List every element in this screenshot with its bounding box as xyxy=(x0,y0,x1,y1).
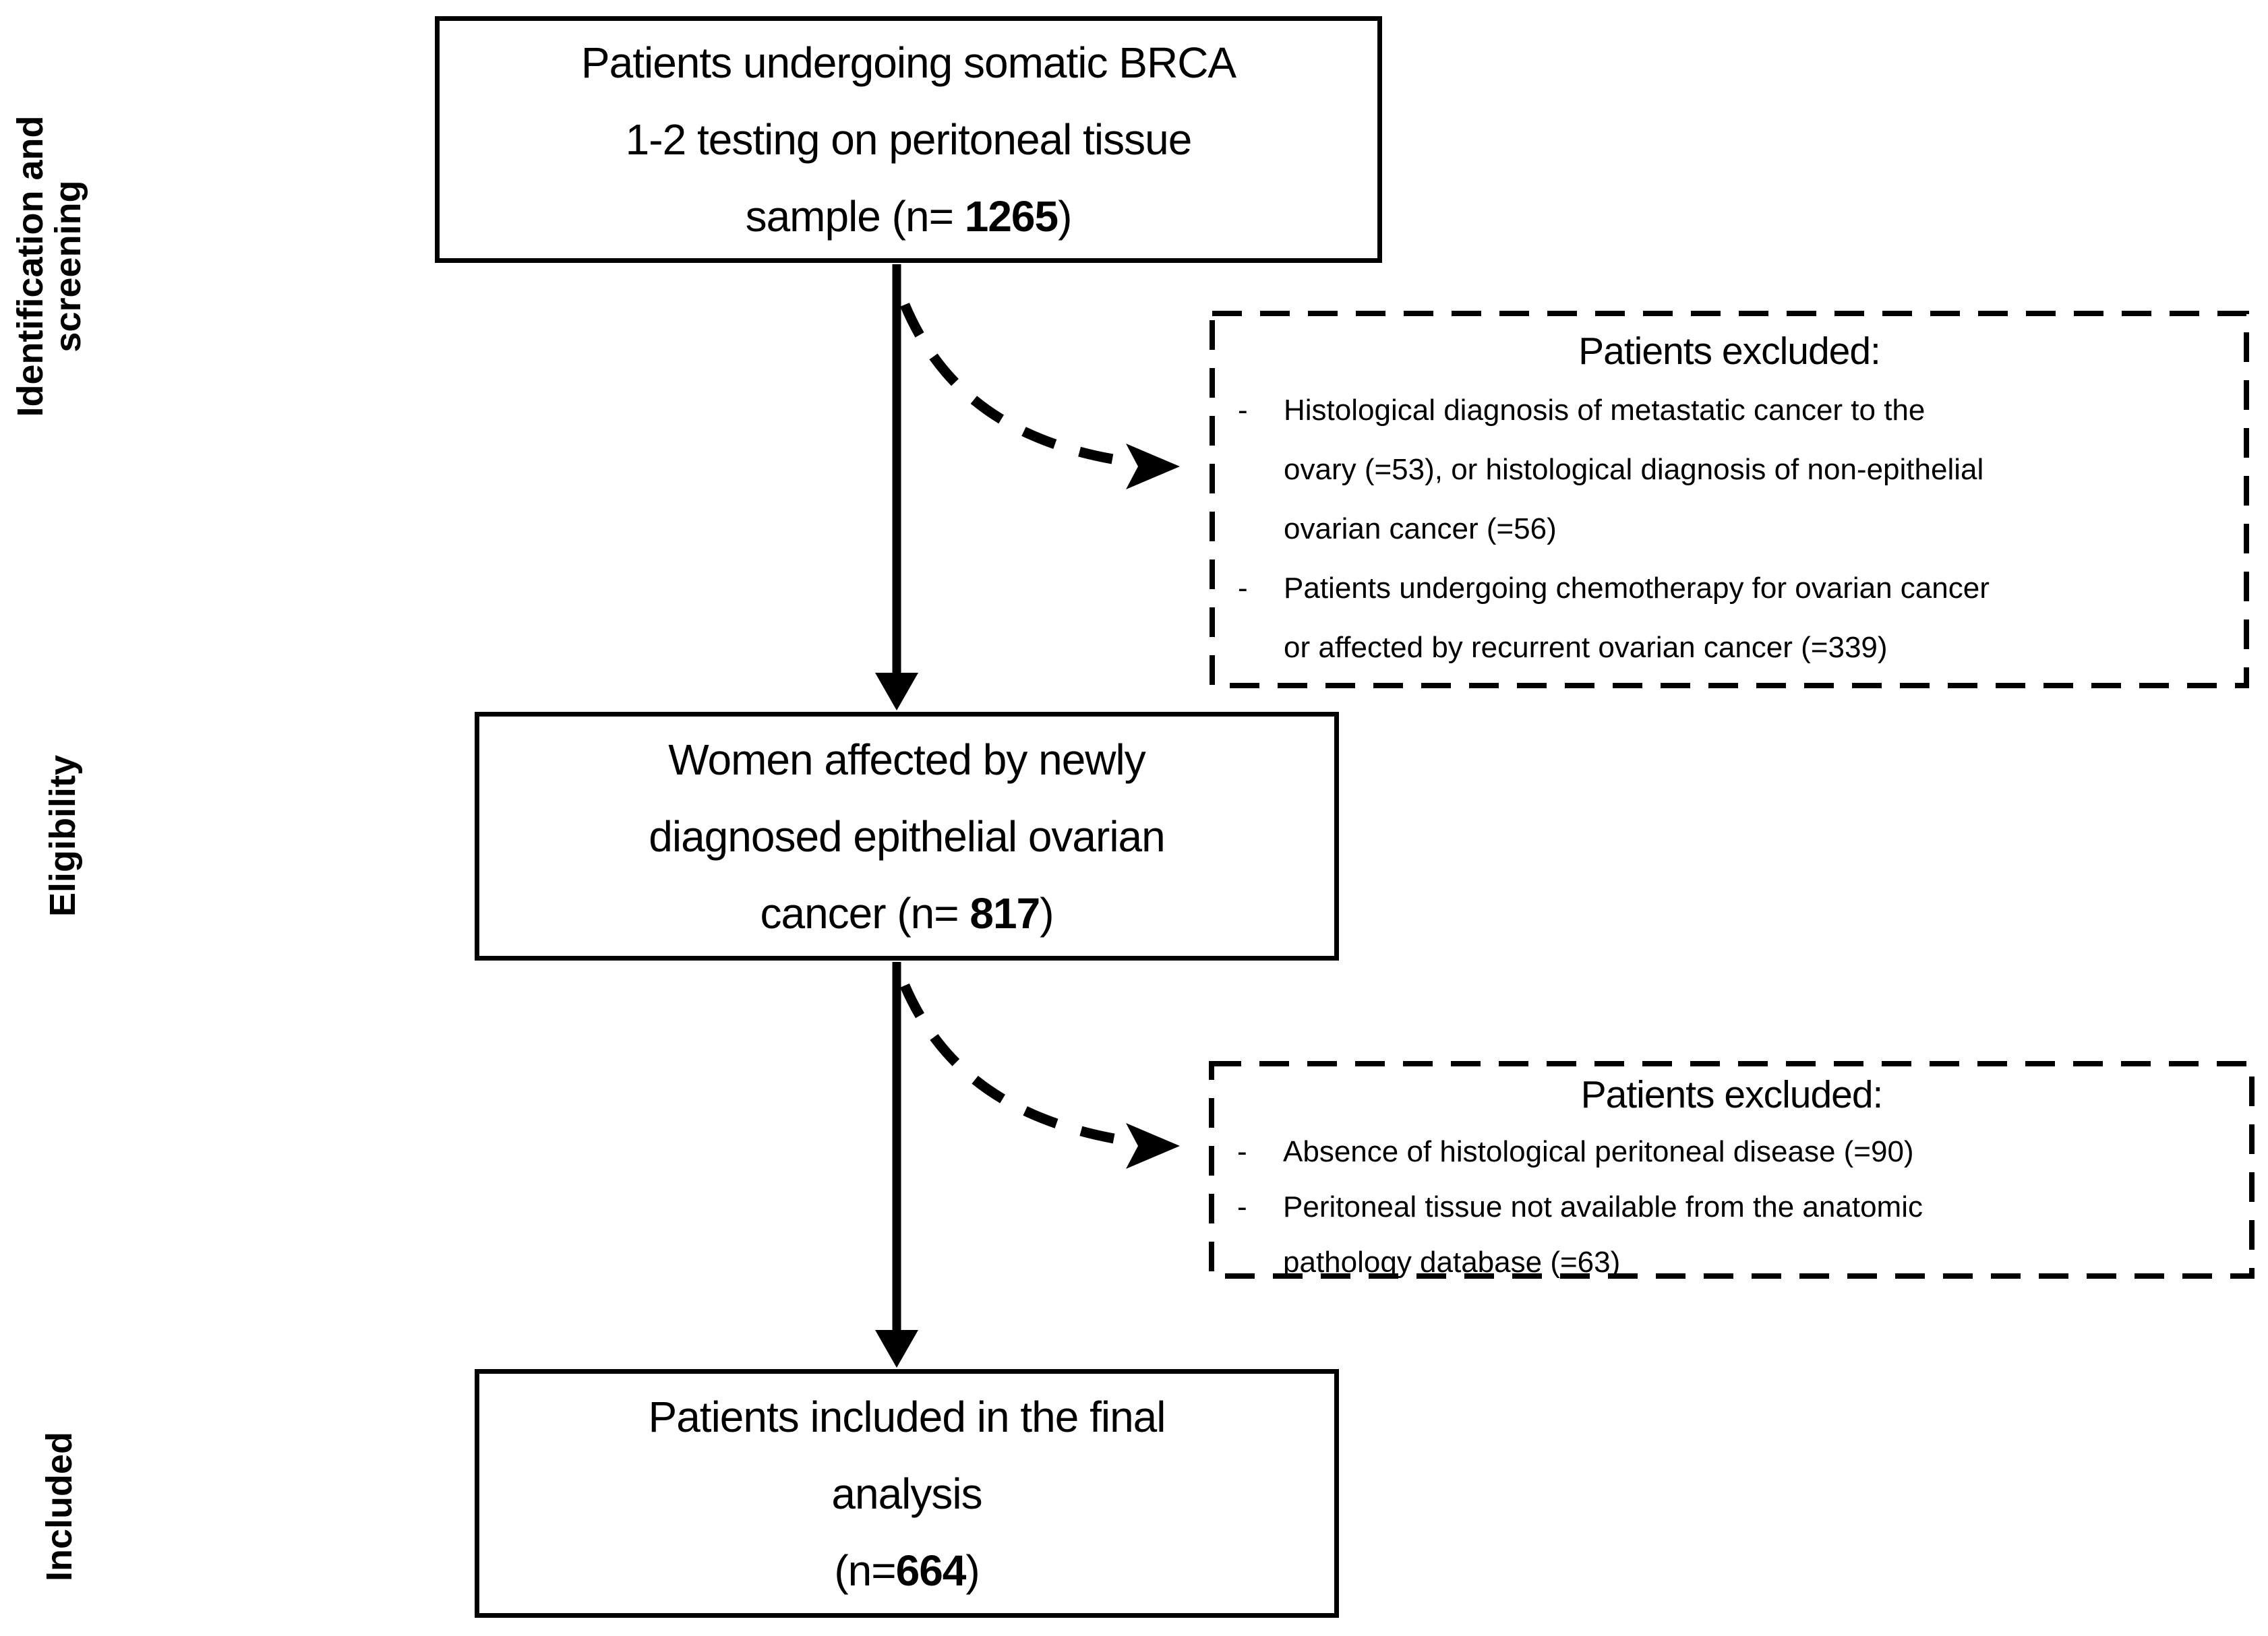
stage-label-line: Identification and xyxy=(10,115,51,417)
arrowhead-right-icon xyxy=(1126,444,1180,489)
bullet-text-line: Absence of histological peritoneal disea… xyxy=(1283,1135,1914,1168)
box-text-line: analysis xyxy=(831,1469,982,1518)
box-somatic-brca-testing: Patients undergoing somatic BRCA 1-2 tes… xyxy=(435,16,1382,263)
stage-label-line: screening xyxy=(48,180,88,353)
excluded-bullet-list: - Histological diagnosis of metastatic c… xyxy=(1212,381,2246,677)
n-value: 1265 xyxy=(964,192,1058,241)
box-text-line: 1-2 testing on peritoneal tissue xyxy=(625,115,1193,164)
bullet-dash: - xyxy=(1237,1190,1247,1223)
stage-label-eligibility: Eligibility xyxy=(42,715,83,957)
excluded-box-2-border xyxy=(1209,1061,2255,1279)
arrowhead-down-icon xyxy=(875,673,918,710)
excluded-bullet-list: - Absence of histological peritoneal dis… xyxy=(1212,1124,2252,1290)
stage-label-line: Eligibility xyxy=(42,754,83,917)
n-prefix: sample (n= xyxy=(745,192,965,241)
stage-label-line: Included xyxy=(39,1432,80,1582)
bullet-dash: - xyxy=(1237,1135,1247,1168)
dashed-arrow-to-excluded-2 xyxy=(900,983,1135,1147)
bullet-text: Patients undergoing chemotherapy for ova… xyxy=(1284,559,2229,677)
bullet-text-line: Peritoneal tissue not available from the… xyxy=(1283,1190,1923,1223)
list-item: - Patients undergoing chemotherapy for o… xyxy=(1238,559,2229,677)
box-text-line: sample (n= 1265) xyxy=(440,178,1377,255)
box-text-line: Patients included in the final xyxy=(648,1392,1166,1441)
excluded-box-1-border xyxy=(1210,311,2249,688)
n-value: 817 xyxy=(969,888,1040,938)
box-text-line: cancer (n= 817) xyxy=(479,875,1334,952)
stage-label-included: Included xyxy=(39,1405,80,1608)
bullet-dash: - xyxy=(1238,394,1248,427)
box-text-line: Women affected by newly xyxy=(668,735,1145,784)
dashed-arrow-to-excluded-1 xyxy=(900,303,1135,468)
bullet-dash: - xyxy=(1238,572,1248,605)
n-prefix: (n= xyxy=(834,1546,896,1595)
box-newly-diagnosed-eoc: Women affected by newly diagnosed epithe… xyxy=(475,712,1339,961)
bullet-text: Absence of histological peritoneal disea… xyxy=(1283,1124,2234,1180)
bullet-text-line: or affected by recurrent ovarian cancer … xyxy=(1284,631,1888,664)
arrowhead-right-icon xyxy=(1126,1123,1180,1169)
arrowhead-down-icon xyxy=(875,1330,918,1368)
list-item: - Peritoneal tissue not available from t… xyxy=(1237,1180,2234,1290)
stage-label-identification-screening: Identification and screening xyxy=(10,57,88,475)
box-text-line: (n=664) xyxy=(479,1532,1334,1609)
n-suffix: ) xyxy=(1040,888,1054,938)
n-value: 664 xyxy=(895,1546,967,1595)
list-item: - Absence of histological peritoneal dis… xyxy=(1237,1124,2234,1180)
bullet-text-line: pathology database (=63) xyxy=(1283,1246,1621,1279)
n-suffix: ) xyxy=(1058,192,1072,241)
excluded-box-2: Patients excluded: - Absence of histolog… xyxy=(1212,1064,2252,1279)
box-text-line: Patients undergoing somatic BRCA xyxy=(580,38,1236,87)
bullet-text-line: Patients undergoing chemotherapy for ova… xyxy=(1284,572,1990,605)
box-text-line: diagnosed epithelial ovarian xyxy=(649,812,1165,861)
excluded-box-heading: Patients excluded: xyxy=(1578,330,1881,373)
bullet-text: Histological diagnosis of metastatic can… xyxy=(1284,381,2229,559)
excluded-box-1: Patients excluded: - Histological diagno… xyxy=(1212,313,2246,686)
list-item: - Histological diagnosis of metastatic c… xyxy=(1238,381,2229,559)
bullet-text-line: Histological diagnosis of metastatic can… xyxy=(1284,394,1926,427)
n-suffix: ) xyxy=(965,1546,980,1595)
n-prefix: cancer (n= xyxy=(760,888,970,938)
bullet-text: Peritoneal tissue not available from the… xyxy=(1283,1180,2234,1290)
excluded-box-heading: Patients excluded: xyxy=(1580,1073,1884,1116)
bullet-text-line: ovary (=53), or histological diagnosis o… xyxy=(1284,453,1984,486)
bullet-text-line: ovarian cancer (=56) xyxy=(1284,512,1557,545)
box-final-analysis: Patients included in the final analysis … xyxy=(475,1369,1339,1618)
